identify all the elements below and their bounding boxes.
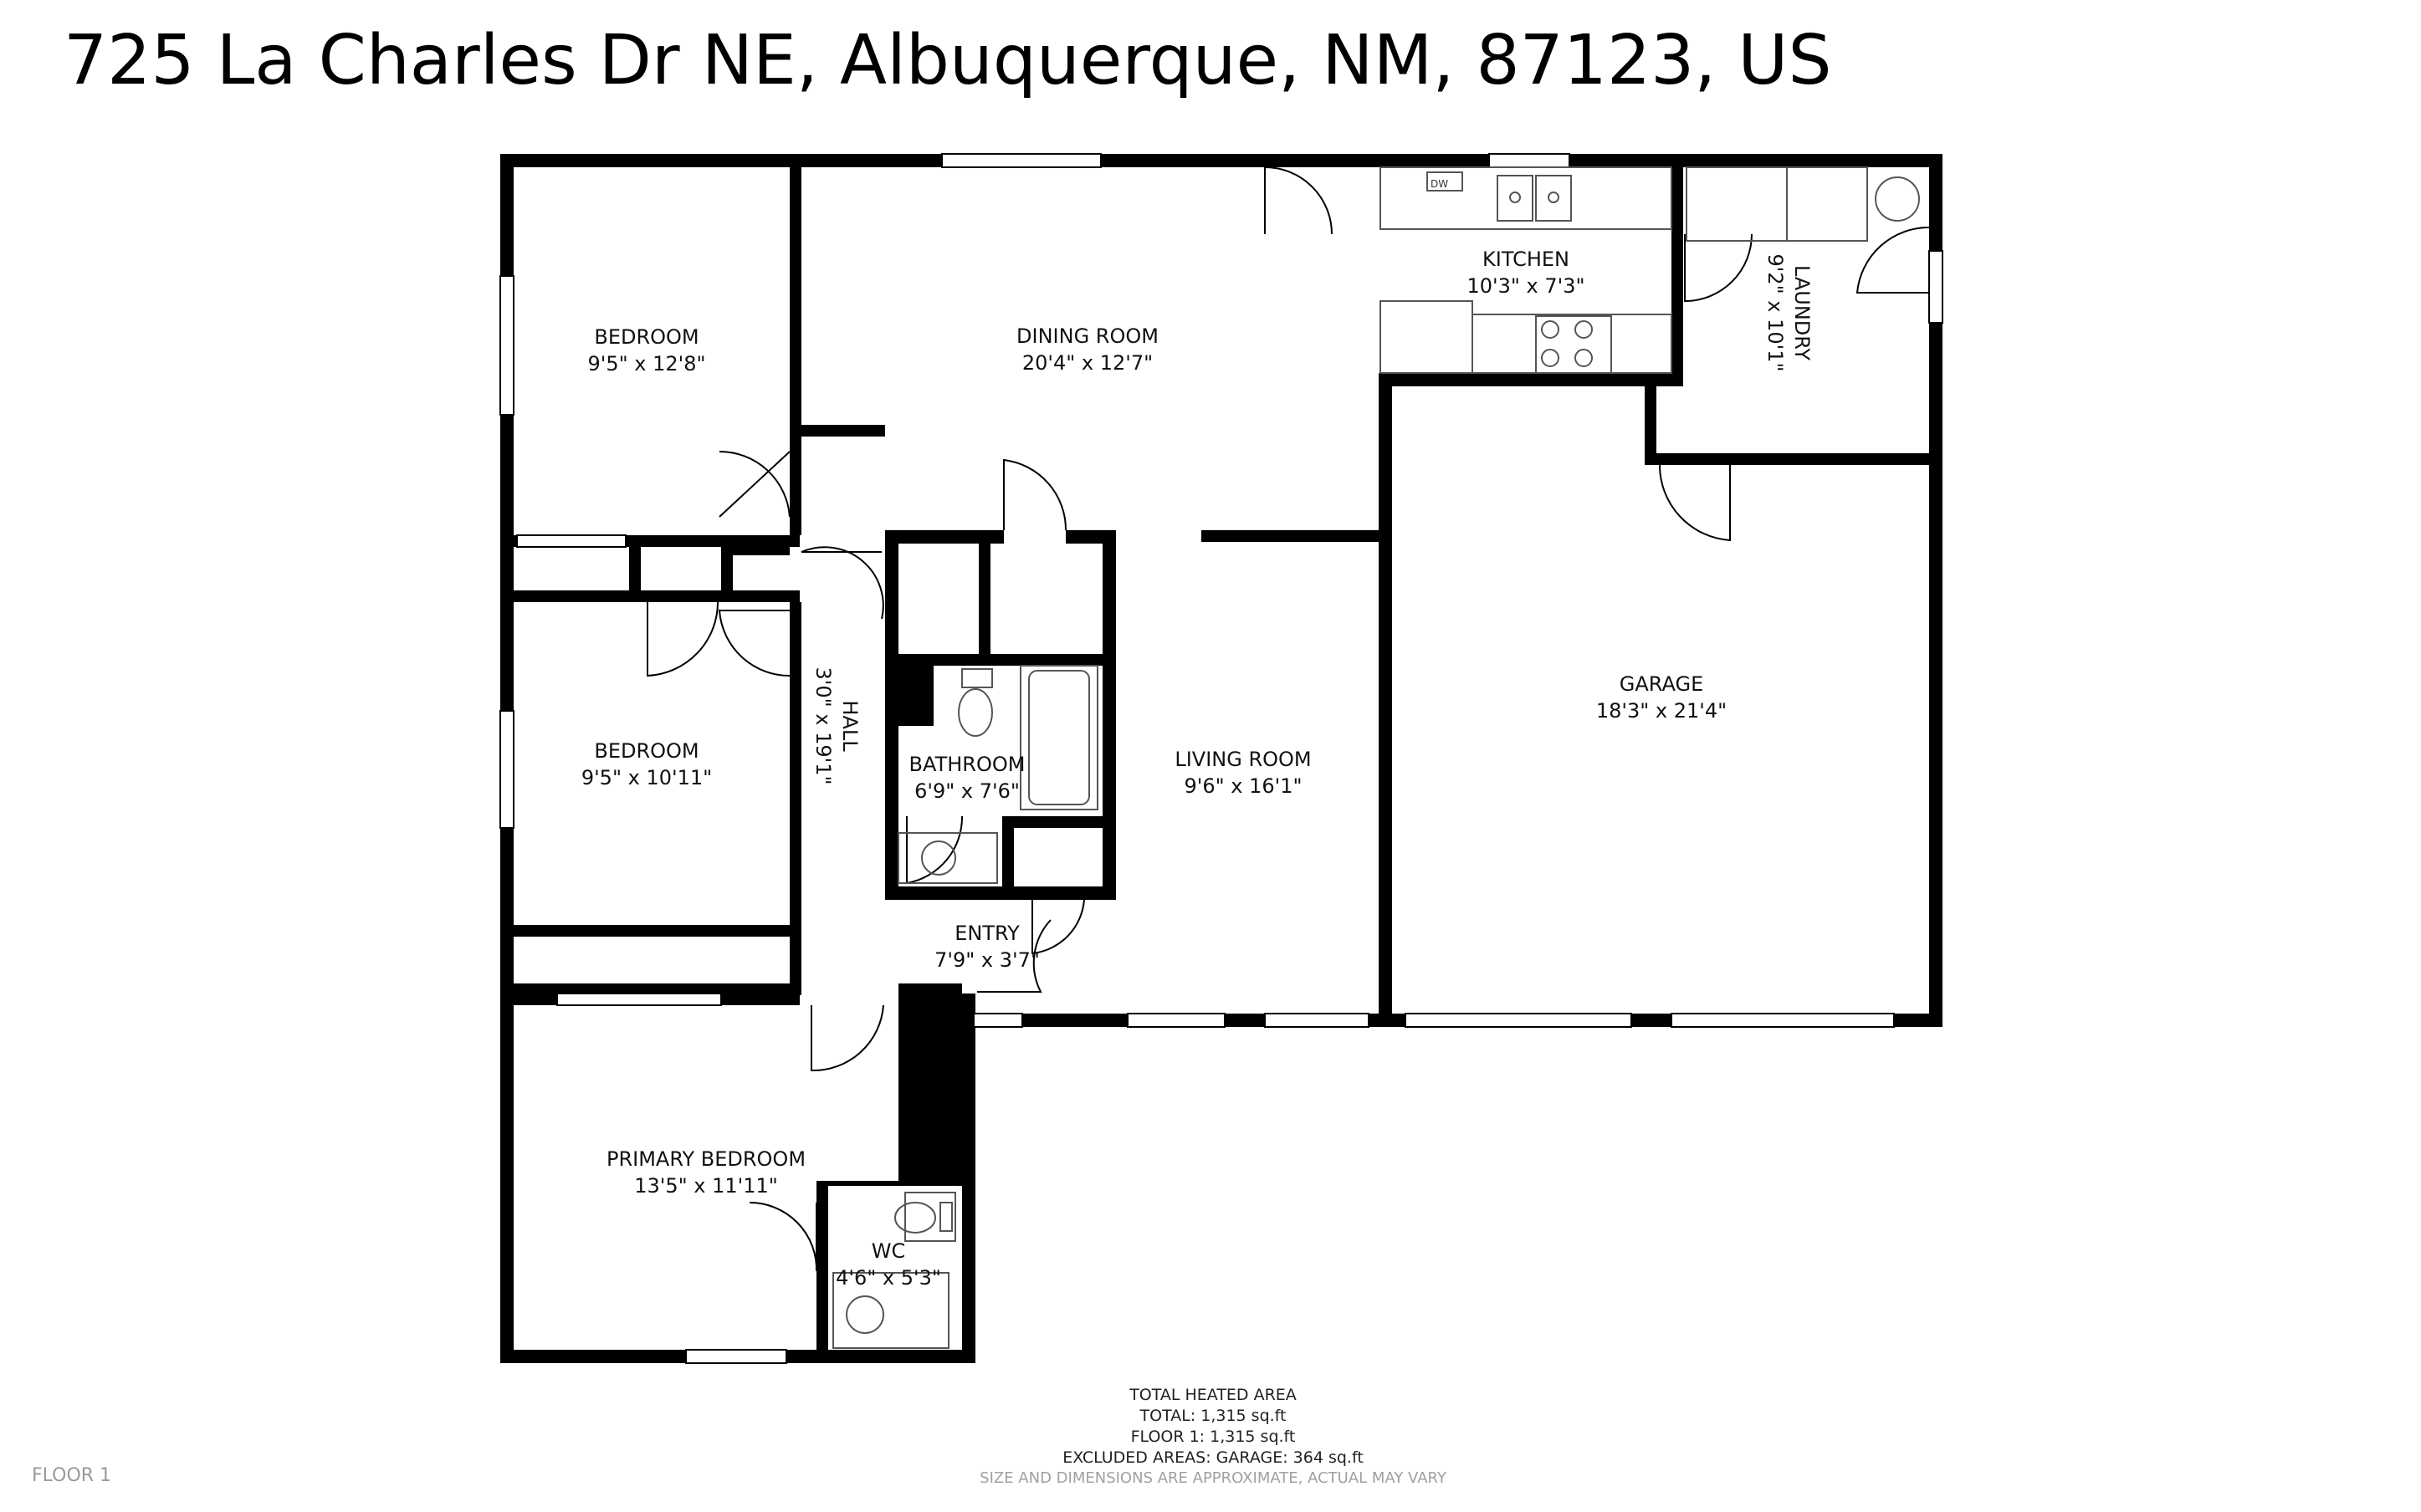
room-dims-hall: 3'0" x 19'1": [811, 667, 835, 784]
room-name-primary-bedroom: PRIMARY BEDROOM: [607, 1147, 806, 1171]
room-name-wc: WC: [872, 1239, 906, 1263]
room-dims-living: 9'6" x 16'1": [1184, 774, 1302, 798]
room-dims-bathroom: 6'9" x 7'6": [914, 779, 1020, 803]
room-name-bedroom-1: BEDROOM: [594, 325, 699, 349]
room-name-bathroom: BATHROOM: [909, 753, 1026, 776]
room-dims-primary-bedroom: 13'5" x 11'11": [634, 1174, 778, 1198]
room-name-living: LIVING ROOM: [1175, 748, 1311, 771]
fixtures: [832, 166, 1920, 1349]
floor-label: FLOOR 1: [32, 1465, 112, 1486]
property-address-title: 725 La Charles Dr NE, Albuquerque, NM, 8…: [64, 21, 1832, 100]
room-name-garage: GARAGE: [1620, 672, 1703, 696]
room-dims-dining: 20'4" x 12'7": [1022, 351, 1153, 375]
area-summary: TOTAL HEATED AREA TOTAL: 1,315 sq.ft FLO…: [1004, 1385, 1422, 1469]
summary-heading: TOTAL HEATED AREA: [1129, 1386, 1297, 1404]
room-name-laundry: LAUNDRY: [1790, 265, 1814, 360]
room-name-kitchen: KITCHEN: [1482, 248, 1569, 271]
room-dims-laundry: 9'2" x 10'1": [1763, 253, 1787, 371]
windows: [499, 153, 1943, 1364]
summary-floor1: FLOOR 1: 1,315 sq.ft: [1130, 1428, 1296, 1446]
room-dims-garage: 18'3" x 21'4": [1596, 699, 1727, 723]
dishwasher-label: DW: [1431, 178, 1448, 190]
room-name-bedroom-2: BEDROOM: [594, 739, 699, 763]
room-dims-wc: 4'6" x 5'3": [836, 1266, 941, 1290]
room-name-dining: DINING ROOM: [1016, 324, 1159, 348]
door-back: [1264, 166, 1333, 235]
room-dims-bedroom-1: 9'5" x 12'8": [587, 352, 705, 375]
room-name-entry: ENTRY: [955, 922, 1020, 945]
summary-excluded: EXCLUDED AREAS: GARAGE: 364 sq.ft: [1062, 1448, 1364, 1467]
room-dims-bedroom-2: 9'5" x 10'11": [581, 766, 712, 789]
walls: [500, 154, 1942, 1363]
room-labels: BEDROOM 9'5" x 12'8" DINING ROOM 20'4" x…: [581, 248, 1814, 1290]
room-dims-entry: 7'9" x 3'7": [934, 948, 1040, 972]
room-name-hall: HALL: [838, 700, 862, 752]
disclaimer: SIZE AND DIMENSIONS ARE APPROXIMATE, ACT…: [980, 1469, 1446, 1487]
room-dims-kitchen: 10'3" x 7'3": [1466, 274, 1584, 298]
summary-total: TOTAL: 1,315 sq.ft: [1139, 1407, 1287, 1425]
doors: [647, 166, 1930, 1272]
